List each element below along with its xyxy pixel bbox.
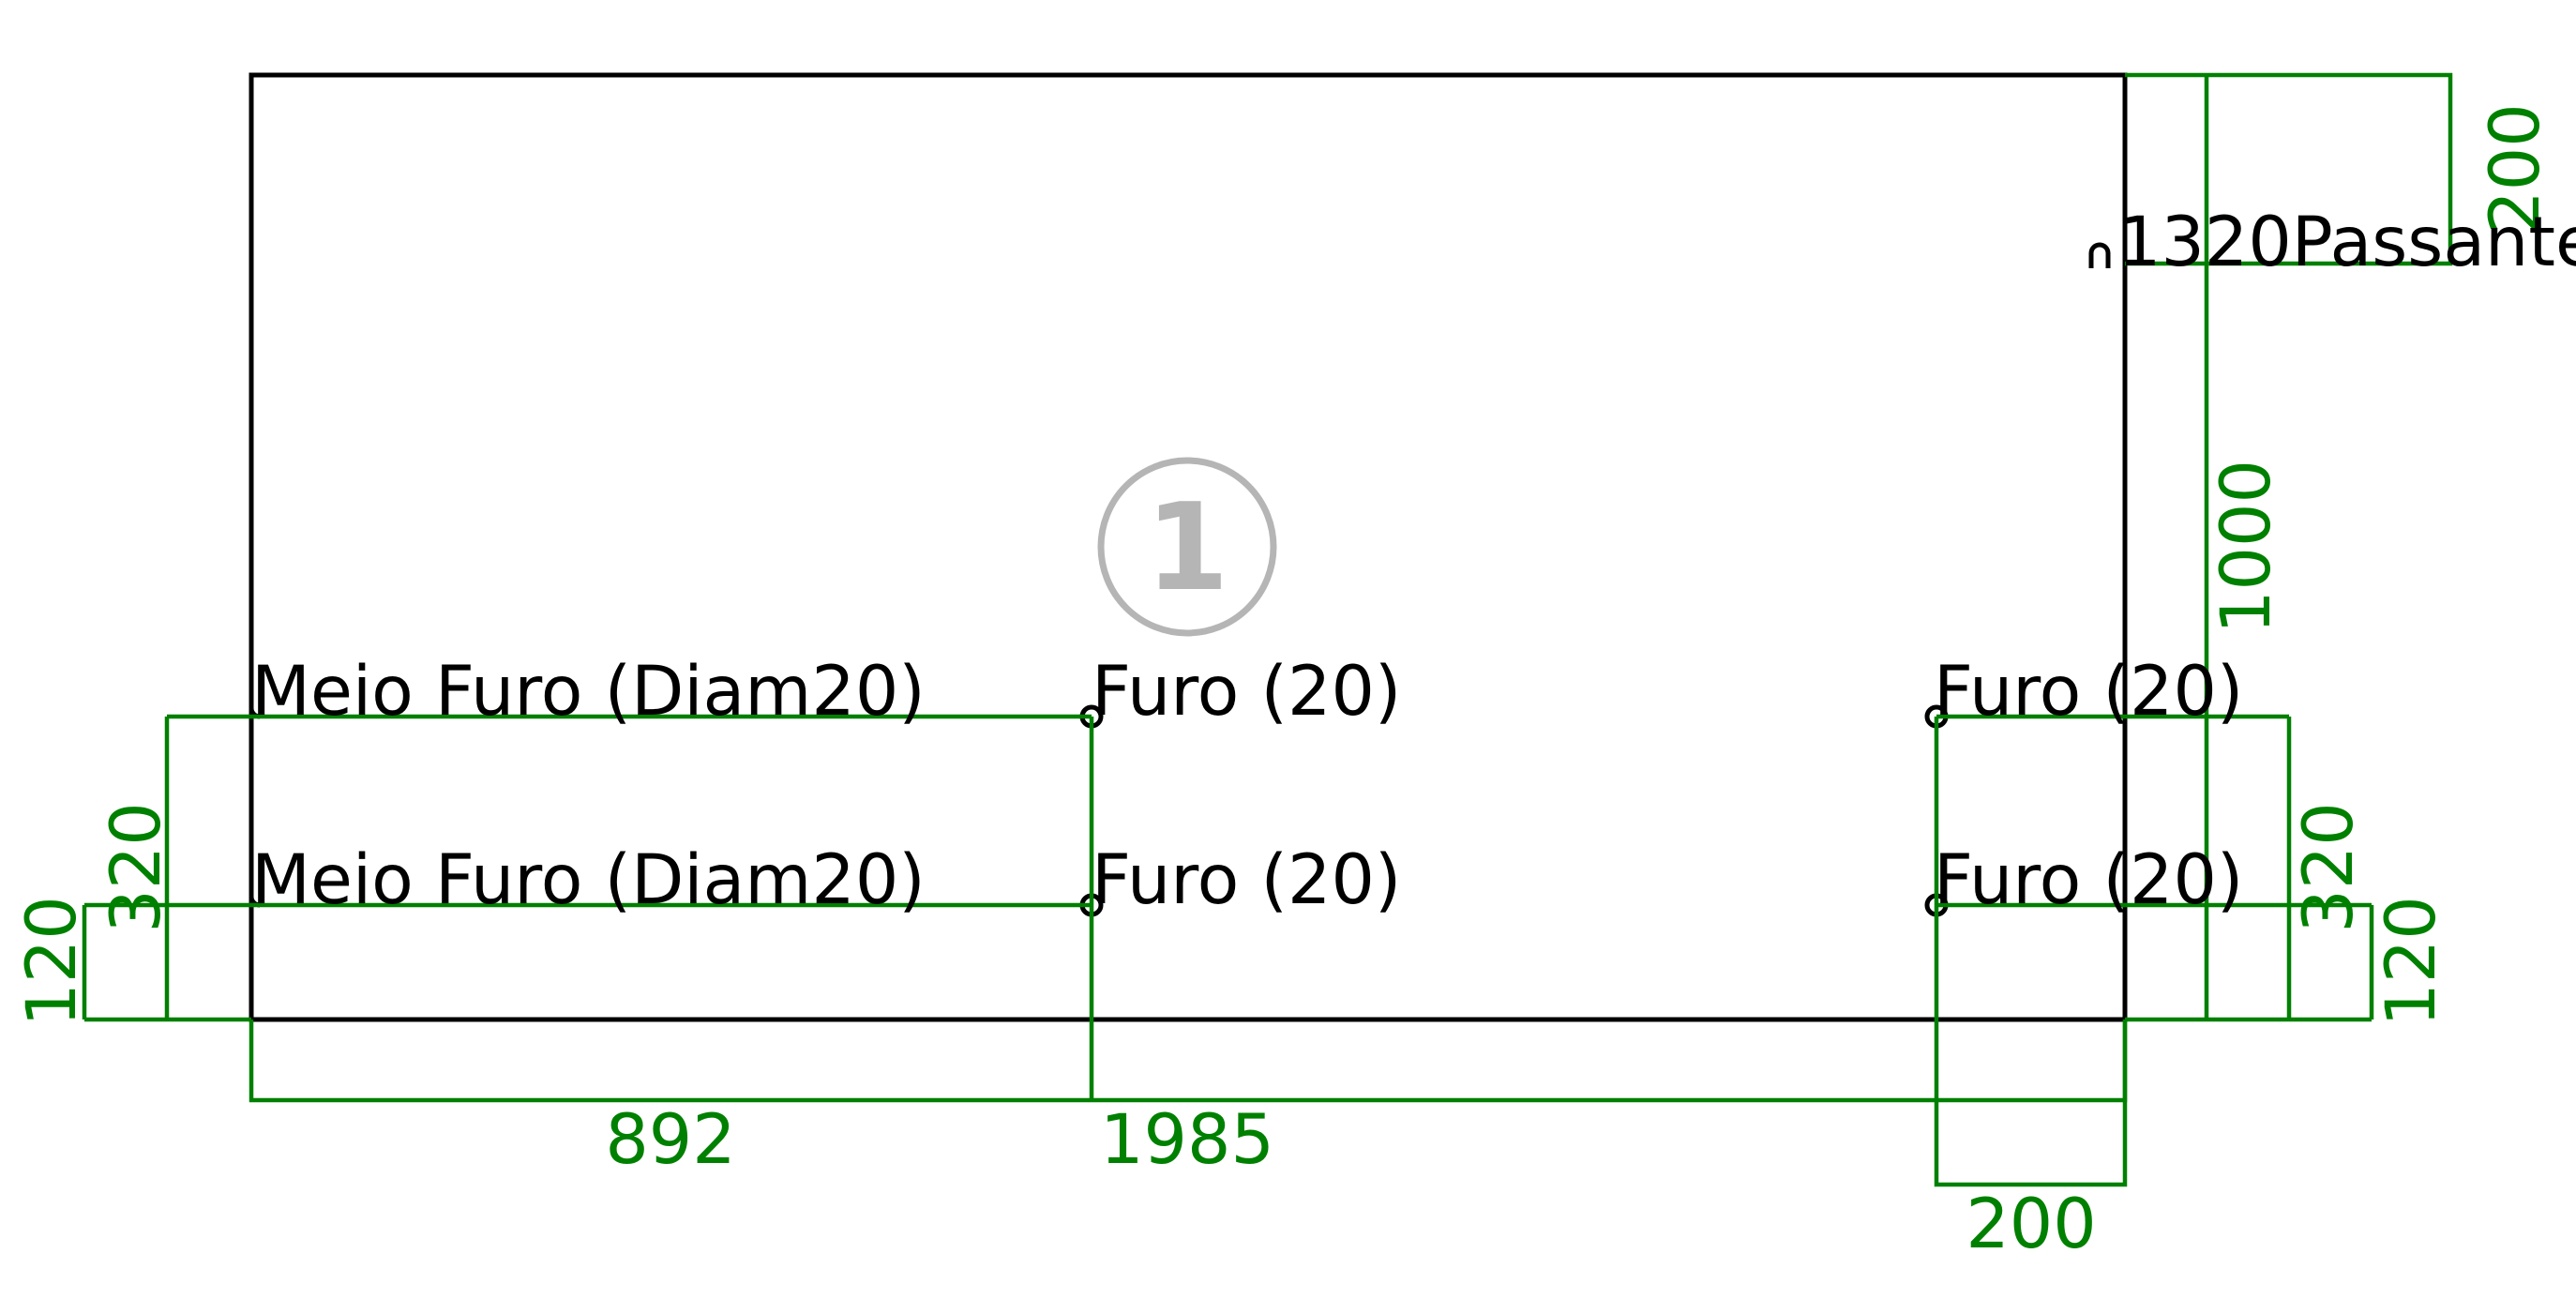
label-half-hole-upper: Meio Furo (Diam20) (251, 652, 926, 732)
through-hole (2088, 242, 2111, 268)
dim-text-1985: 1985 (1100, 1100, 1274, 1180)
dim-text-bottom-200: 200 (1966, 1185, 2096, 1264)
dimension-lines (82, 72, 2453, 1187)
badge-ring (1097, 457, 1277, 637)
label-through-hole: 1320Passante (2117, 203, 2576, 282)
dim-line-1985 (249, 1019, 2128, 1103)
label-hole-mid-lower: Furo (20) (1092, 840, 1401, 920)
dim-text-right-320: 320 (2289, 802, 2369, 932)
dim-text-left-320: 320 (97, 802, 176, 932)
dim-line-top-200 (2125, 72, 2453, 266)
label-hole-right-upper: Furo (20) (1934, 652, 2243, 732)
dim-text-left-120: 120 (12, 896, 92, 1026)
part-number-badge: 1 (1097, 457, 1277, 637)
dim-line-bottom-200 (1934, 717, 2128, 1187)
part-outline (249, 72, 2128, 1022)
hole-labels: Meio Furo (Diam20) Meio Furo (Diam20) Fu… (251, 203, 2576, 920)
part-number: 1 (1145, 478, 1228, 618)
dim-text-top-200: 200 (2476, 103, 2555, 234)
dimension-texts: 892 1985 200 200 1000 320 120 320 120 (12, 103, 2555, 1264)
dim-text-892: 892 (605, 1100, 735, 1180)
dim-text-1000: 1000 (2207, 460, 2286, 634)
dim-text-right-120: 120 (2372, 896, 2451, 1026)
label-hole-mid-upper: Furo (20) (1092, 652, 1401, 732)
label-half-hole-lower: Meio Furo (Diam20) (251, 840, 926, 920)
label-hole-right-lower: Furo (20) (1934, 840, 2243, 920)
